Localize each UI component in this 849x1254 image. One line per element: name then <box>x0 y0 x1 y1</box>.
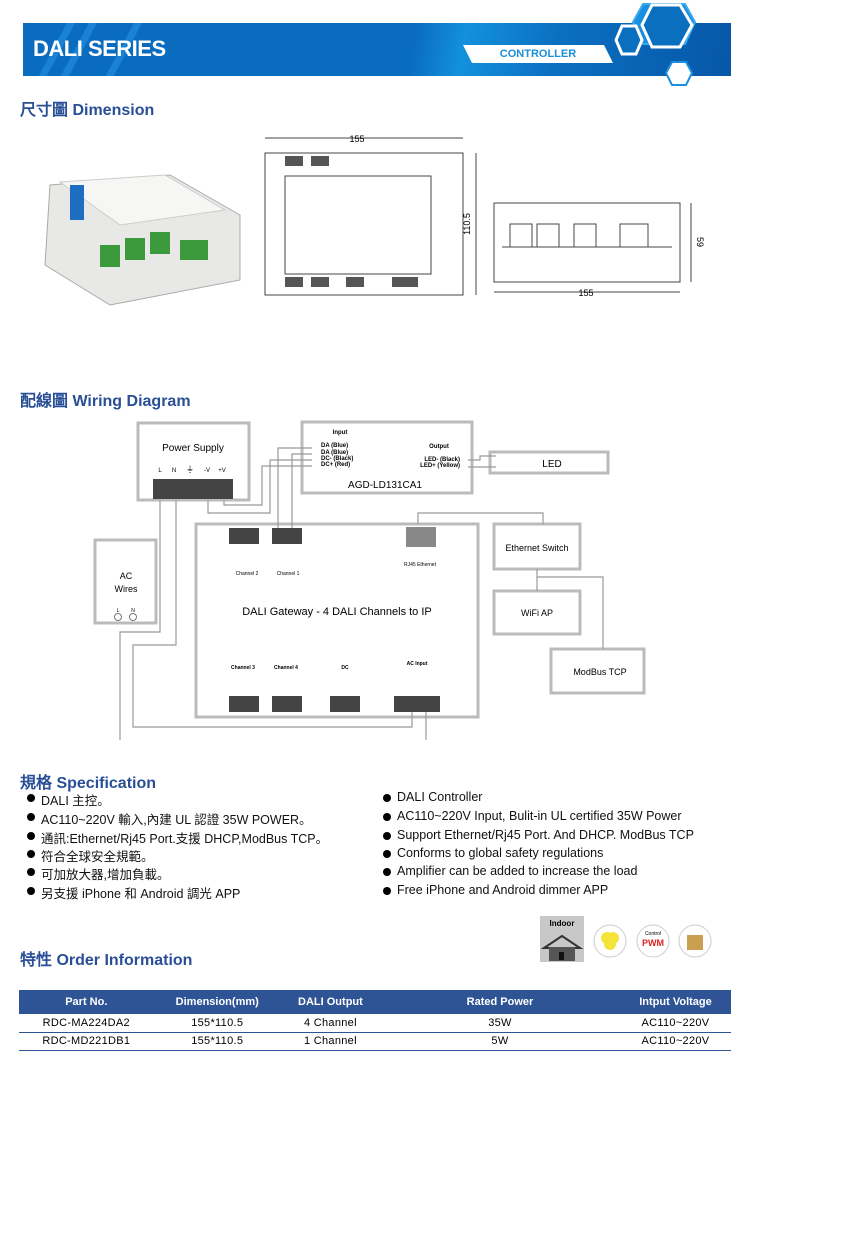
input-voltage: AC110~220V <box>619 1014 731 1033</box>
column-header: Part No. <box>19 990 154 1014</box>
ps-terminal-n: N <box>172 468 176 474</box>
spec-item: DALI Controller <box>397 790 483 804</box>
product-photo <box>44 174 241 306</box>
ac-terminal-label: L <box>117 608 120 614</box>
bullet-icon <box>383 832 391 840</box>
height-dimension-label: 110.5 <box>462 213 472 235</box>
power-supply-label: Power Supply <box>162 443 224 454</box>
column-header: Dimension(mm) <box>153 990 281 1014</box>
modbus-label: ModBus TCP <box>573 667 626 677</box>
indoor-icon: Indoor <box>540 916 584 962</box>
bullet-icon <box>27 794 35 802</box>
order-heading: 特性 Order Information <box>20 952 193 969</box>
bullet-icon <box>383 868 391 876</box>
bullet-icon <box>27 832 35 840</box>
channel-label: Channel 4 <box>274 665 298 671</box>
column-header: DALI Output <box>280 990 380 1014</box>
dimension-drawings: 155 110.5 155 59 <box>44 134 705 306</box>
bullet-icon <box>383 850 391 858</box>
spec-item: Conforms to global safety regulations <box>397 846 604 860</box>
category-tag: CONTROLLER <box>463 45 613 63</box>
channel-label: Channel 3 <box>231 665 255 671</box>
led-label: LED <box>542 459 561 470</box>
hexagon-decoration-icon <box>614 3 697 86</box>
driver-input: DC+ (Red) <box>321 462 350 468</box>
series-banner: DALI SERIES CONTROLLER <box>23 23 731 76</box>
channel-label: AC Input <box>407 661 428 667</box>
driver-input-label: Input <box>333 430 348 436</box>
ac-wires-label: AC <box>120 571 133 581</box>
specification-heading: 規格 Specification <box>20 775 157 792</box>
spec-item: Amplifier can be added to increase the l… <box>397 864 638 878</box>
dimension-heading: 尺寸圖 Dimension <box>20 102 155 119</box>
driver-input: DA (Blue) <box>321 450 348 456</box>
wiring-heading: 配線圖 Wiring Diagram <box>20 393 191 410</box>
pwm-label: PWM <box>642 938 664 948</box>
part-no: RDC-MA224DA2 <box>19 1014 154 1033</box>
driver-output: LED+ (Yellow) <box>420 463 460 469</box>
side-height-label: 59 <box>695 237 705 247</box>
bullet-icon <box>383 887 391 895</box>
driver-output: LED- (Black) <box>424 457 460 463</box>
dimension: 155*110.5 <box>153 1032 281 1051</box>
width-dimension-label: 155 <box>349 134 364 144</box>
spec-item: 另支援 iPhone 和 Android 調光 APP <box>41 887 241 901</box>
spec-item: 可加放大器,增加負載。 <box>41 868 170 882</box>
driver-input: DA (Blue) <box>321 443 348 449</box>
bullet-icon <box>27 868 35 876</box>
bullet-icon <box>383 813 391 821</box>
dali-output: 4 Channel <box>280 1014 380 1033</box>
bullet-icon <box>383 794 391 802</box>
spec-item: Support Ethernet/Rj45 Port. And DHCP. Mo… <box>397 828 694 842</box>
wifi-ap-label: WiFi AP <box>521 608 553 618</box>
spec-item: AC110~220V 輸入,內建 UL 認證 35W POWER。 <box>41 813 312 827</box>
bullet-icon <box>27 887 35 895</box>
spec-item: 通訊:Ethernet/Rj45 Port.支援 DHCP,ModBus TCP… <box>41 832 329 846</box>
gateway-label: DALI Gateway - 4 DALI Channels to IP <box>242 606 432 618</box>
driver-input: DC- (Black) <box>321 456 353 462</box>
ps-terminal-pos: +V <box>218 468 226 474</box>
spec-item: 符合全球安全規範。 <box>41 850 154 864</box>
pwm-control-icon: Control PWM <box>636 924 670 958</box>
series-title: DALI SERIES <box>33 36 166 61</box>
rated-power: 5W <box>379 1032 620 1051</box>
column-header: Intput Voltage <box>619 990 731 1014</box>
dali-output: 1 Channel <box>280 1032 380 1051</box>
pwm-top-label: Control <box>645 931 661 937</box>
ground-icon: ⏚ <box>186 465 194 474</box>
driver-model-label: AGD-LD131CA1 <box>348 480 422 491</box>
bullet-icon <box>27 813 35 821</box>
channel-label: DC <box>341 665 349 671</box>
indoor-label: Indoor <box>550 919 575 928</box>
ps-terminal-l: L <box>158 468 162 474</box>
order-table: Part No. Dimension(mm) DALI Output Rated… <box>19 990 731 1051</box>
ac-wires-label: Wires <box>115 584 138 594</box>
rj45-label: RJ45 Ethernet <box>404 562 437 568</box>
channel-label: Channel 2 <box>236 571 259 577</box>
dimension: 155*110.5 <box>153 1014 281 1033</box>
spec-item: Free iPhone and Android dimmer APP <box>397 883 609 897</box>
ps-terminal-neg: -V <box>204 468 210 474</box>
part-no: RDC-MD221DB1 <box>19 1032 154 1051</box>
rated-power: 35W <box>379 1014 620 1033</box>
feature-icons: Indoor Control PWM <box>540 916 712 962</box>
bullet-icon <box>27 850 35 858</box>
column-header: Rated Power <box>379 990 620 1014</box>
ac-terminal-label: N <box>131 608 135 614</box>
channel-label: Channel 1 <box>277 571 300 577</box>
input-voltage: AC110~220V <box>619 1032 731 1051</box>
ethernet-switch-label: Ethernet Switch <box>505 543 568 553</box>
spec-item: DALI 主控。 <box>41 794 110 808</box>
driver-output-label: Output <box>429 444 449 450</box>
side-width-label: 155 <box>578 288 593 298</box>
spec-item: AC110~220V Input, Bulit-in UL certified … <box>397 809 682 823</box>
package-box-icon <box>678 924 712 958</box>
rgb-color-icon <box>593 924 627 958</box>
